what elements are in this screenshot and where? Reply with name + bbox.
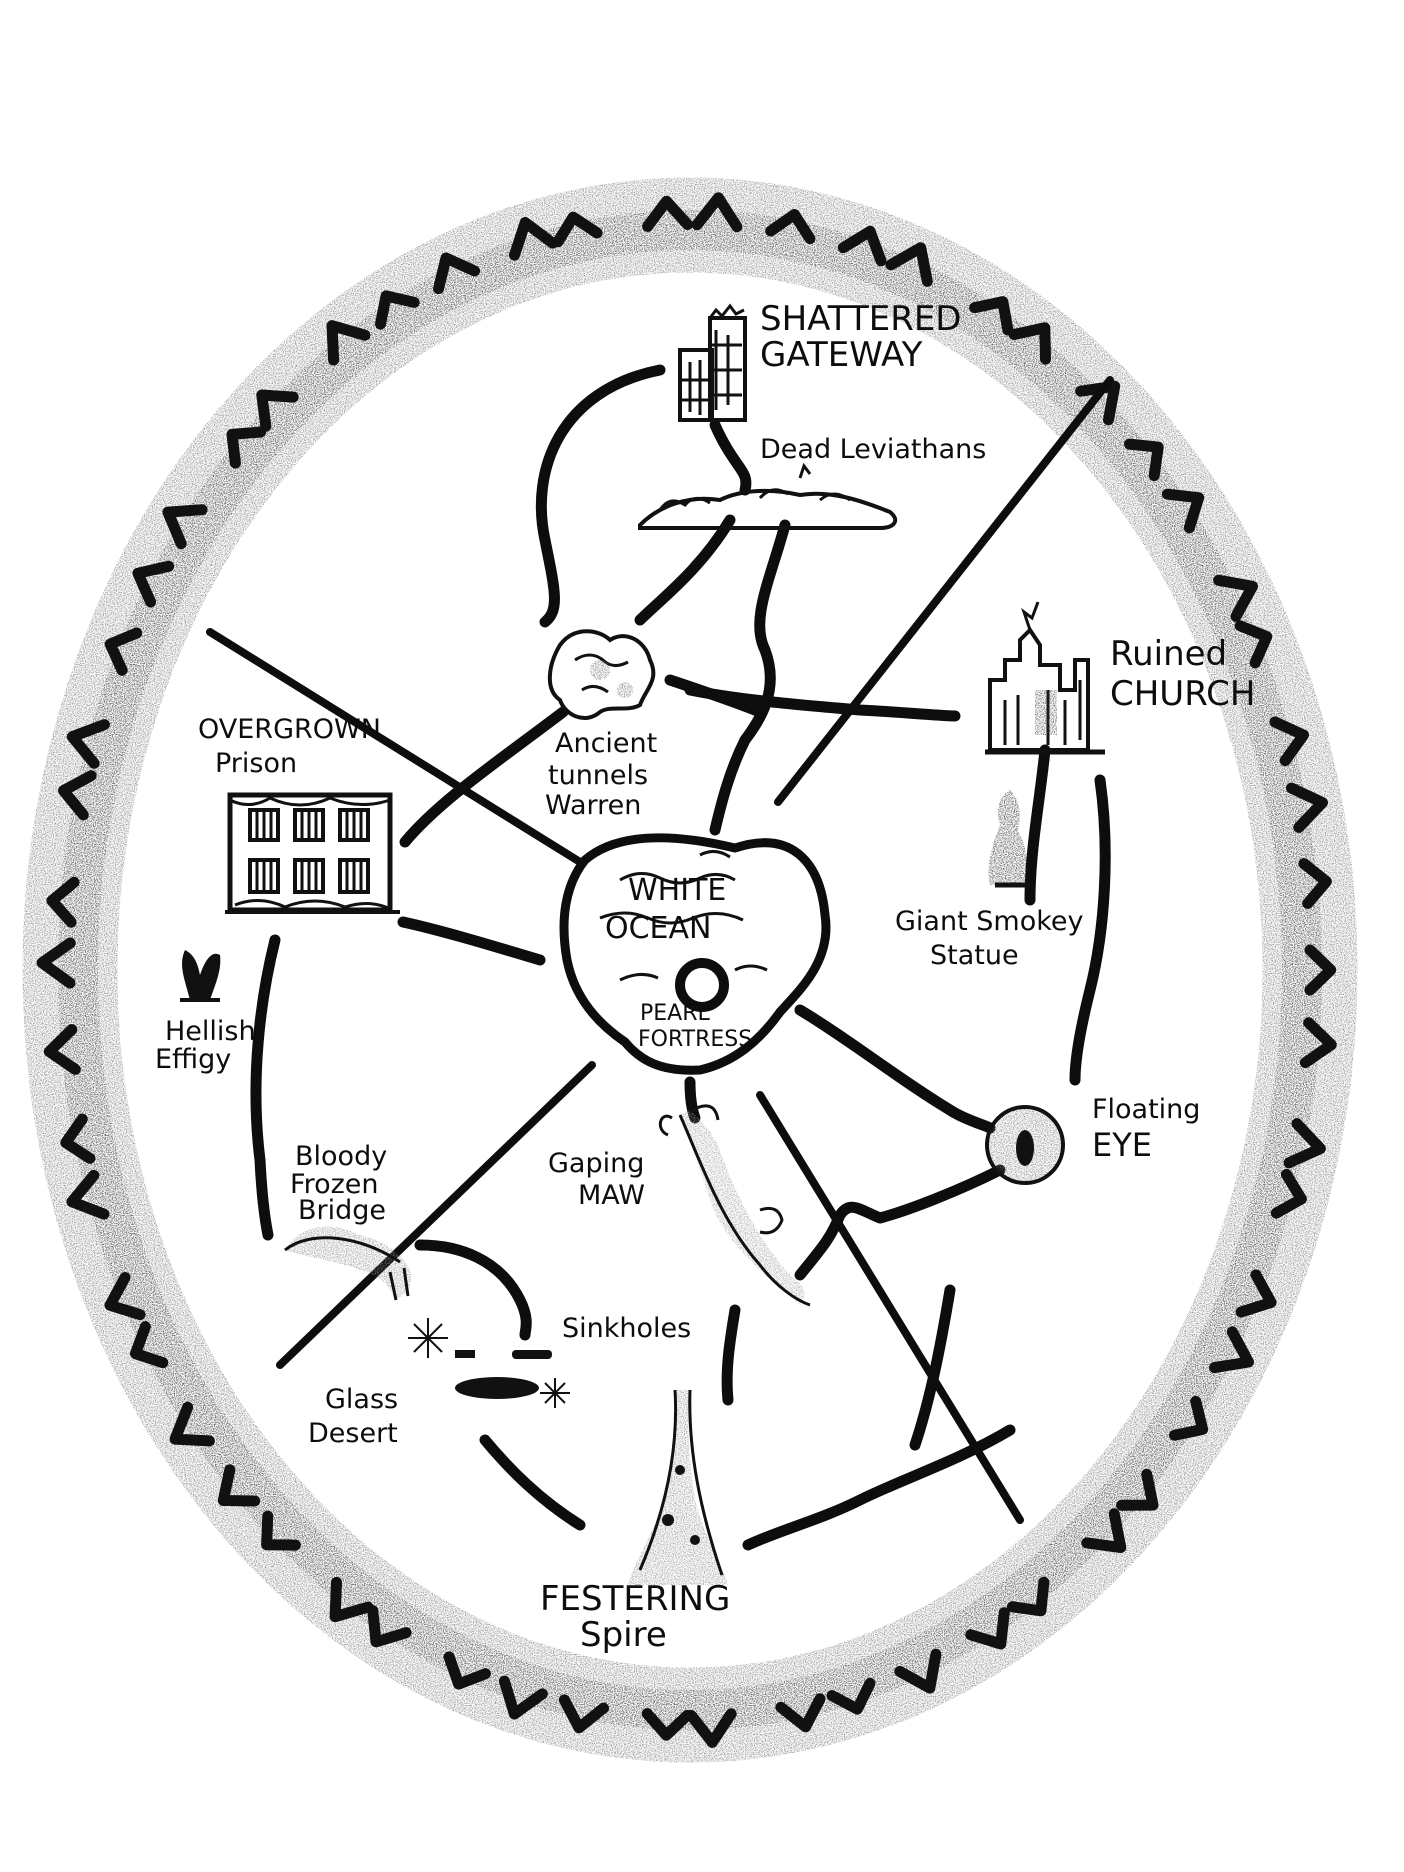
mountain-peak [837,225,887,267]
mountain-peak [1299,1017,1337,1069]
mountain-peak [129,1321,169,1369]
white-ocean-lake [559,833,831,1075]
mountain-peak [885,242,933,287]
floating-eye-icon [985,1105,1065,1185]
mountain-peak [1116,1468,1159,1511]
mountain-peak [58,770,97,821]
mountain-peak [965,1607,1010,1650]
label-sinkholes: Sinkholes [562,1313,691,1344]
mountain-peak [329,1576,374,1623]
mountain-peaks [36,192,1337,1748]
mountain-peak [969,296,1014,336]
mountain-peak [685,1708,737,1748]
mountain-peak [1209,1326,1254,1374]
mountain-peak [641,1708,693,1741]
mountain-peak [367,1605,412,1648]
mountain-peak [894,1648,942,1694]
mountain-peak [826,1677,876,1715]
frozen-bridge-icon [284,1226,412,1301]
mountain-peak [256,389,299,432]
mountain-peak [775,1693,826,1733]
tunnel-warren-icon [547,629,656,720]
mountain-peak [1234,620,1273,669]
mountain-peak [1283,1118,1326,1169]
mountain-peak [1235,1269,1277,1318]
mountain-peak [558,1694,609,1734]
mountain-peak [552,211,603,248]
mountain-peak [43,1024,81,1075]
mountain-peak [1286,782,1328,833]
mountain-peak [169,1401,215,1447]
mountain-peak [1298,858,1332,909]
sinkhole-icon [455,1350,552,1399]
mountain-peak [691,192,743,233]
mountain-peak [104,1272,146,1321]
mountain-peak [1304,944,1337,996]
festering-spire-icon [628,1389,728,1585]
mountain-peak [765,209,816,245]
mountain-peak [36,937,76,989]
effigy-icon [180,950,221,1002]
gaping-maw-icon [658,1104,811,1307]
label-dead-leviathans: Dead Leviathans [760,434,986,465]
ruined-tower-icon [678,303,747,422]
mountain-peak [261,1510,301,1551]
mountain-peak [1270,1168,1307,1219]
mountain-peak [1269,716,1309,767]
smokey-statue-icon [988,790,1030,888]
mountain-peak [433,252,481,295]
mountain-peak [1006,1576,1050,1617]
mountain-peak [60,1113,96,1164]
mountain-peak [642,195,694,232]
mountain-peak [226,426,267,469]
mountain-peak [375,290,420,330]
mountain-peak [66,1169,110,1220]
mountain-peak [1008,322,1051,365]
mountain-peak [132,560,175,608]
leviathan-carcass-icon [638,462,898,530]
mountain-peak [1081,1508,1127,1553]
mountain-peak [46,876,80,928]
straight-routes [206,376,1114,1524]
road-network [250,364,1111,1551]
pearl-ring-icon [675,958,729,1012]
glass-shard-icon [408,1318,570,1408]
mountain-peak [1124,438,1164,482]
mountain-peak [162,504,208,550]
mountain-peak [1075,380,1121,426]
ruined-church-icon [985,601,1105,755]
mountain-peak [498,1675,548,1720]
mountain-peak [1213,574,1258,622]
mountain-peak [443,1651,491,1690]
mountain-peak [1161,488,1205,534]
mountain-peak [326,320,371,366]
mountain-peak [66,719,110,769]
mountain-peak [509,217,559,261]
overgrown-prison-icon [225,792,400,914]
mountain-peak [1169,1395,1209,1441]
mountain-peak [217,1464,261,1507]
mountain-peak [104,627,143,676]
